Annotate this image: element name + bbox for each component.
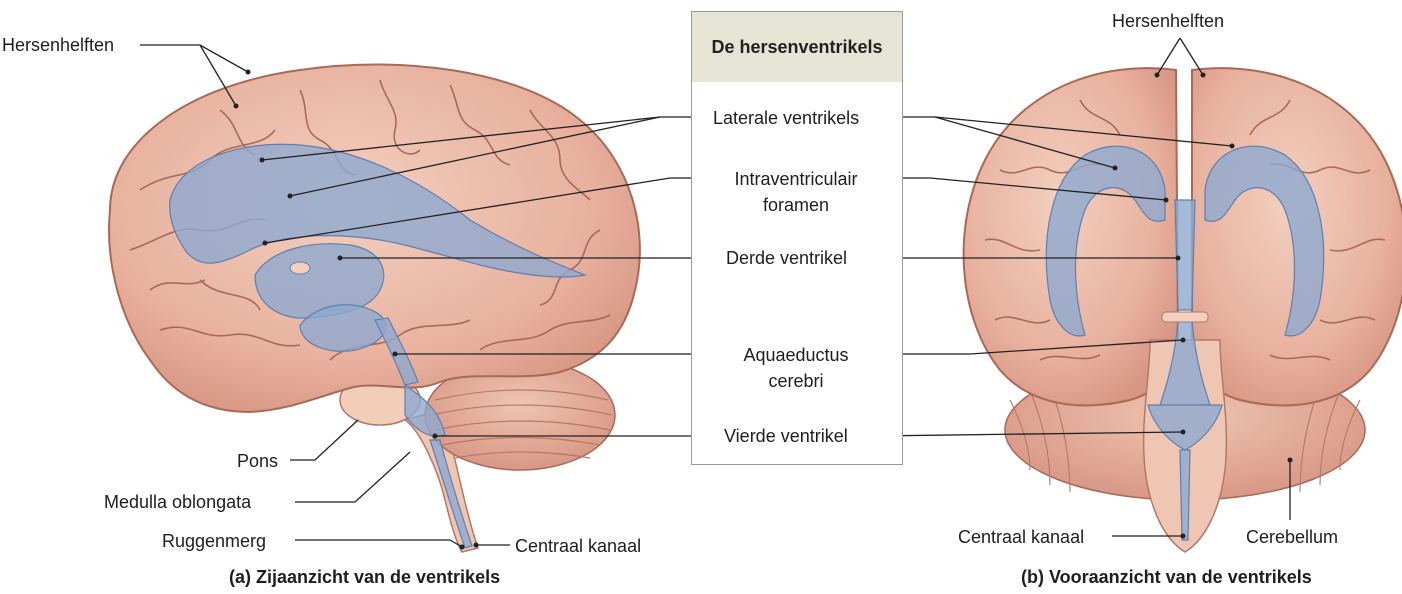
third-ventricle-side xyxy=(254,243,385,319)
label-central-canal-left: Centraal kanaal xyxy=(515,536,642,556)
label-spinal-cord: Ruggenmerg xyxy=(162,531,267,551)
label-hemispheres-right: Hersenhelften xyxy=(1112,11,1225,31)
label-pons: Pons xyxy=(237,451,279,471)
right-lateral-ventricle-front xyxy=(1204,145,1325,337)
label-central-canal-right: Centraal kanaal xyxy=(958,527,1085,547)
panel-title: De hersenventrikels xyxy=(692,12,902,82)
central-canal-front xyxy=(1179,449,1191,541)
caption-front-view: (b) Vooraanzicht van de ventrikels xyxy=(1021,567,1312,587)
front-view-brain xyxy=(962,67,1402,553)
label-hemispheres-left: Hersenhelften xyxy=(2,35,115,55)
label-fourth-ventricle: Vierde ventrikel xyxy=(724,426,848,446)
lateral-ventricle-side xyxy=(169,143,588,278)
label-interventricular-1: Intraventriculair xyxy=(734,169,858,189)
third-ventricle-front xyxy=(1174,199,1196,311)
label-interventricular-2: foramen xyxy=(762,195,830,215)
label-medulla: Medulla oblongata xyxy=(104,492,252,512)
side-view-brain xyxy=(108,63,641,553)
label-third-ventricle: Derde ventrikel xyxy=(726,248,848,268)
label-lateral-ventricles: Laterale ventrikels xyxy=(713,108,860,128)
label-aqueduct-1: Aquaeductus xyxy=(743,345,849,365)
central-canal-side xyxy=(429,439,473,549)
fourth-ventricle-side xyxy=(404,383,446,437)
ventricle-label-panel: De hersenventrikels xyxy=(691,11,903,465)
caption-side-view: (a) Zijaanzicht van de ventrikels xyxy=(229,567,501,587)
label-cerebellum: Cerebellum xyxy=(1246,527,1339,547)
aqueduct-side xyxy=(374,317,419,386)
label-aqueduct-2: cerebri xyxy=(768,371,824,391)
leader-lines xyxy=(140,37,1291,548)
